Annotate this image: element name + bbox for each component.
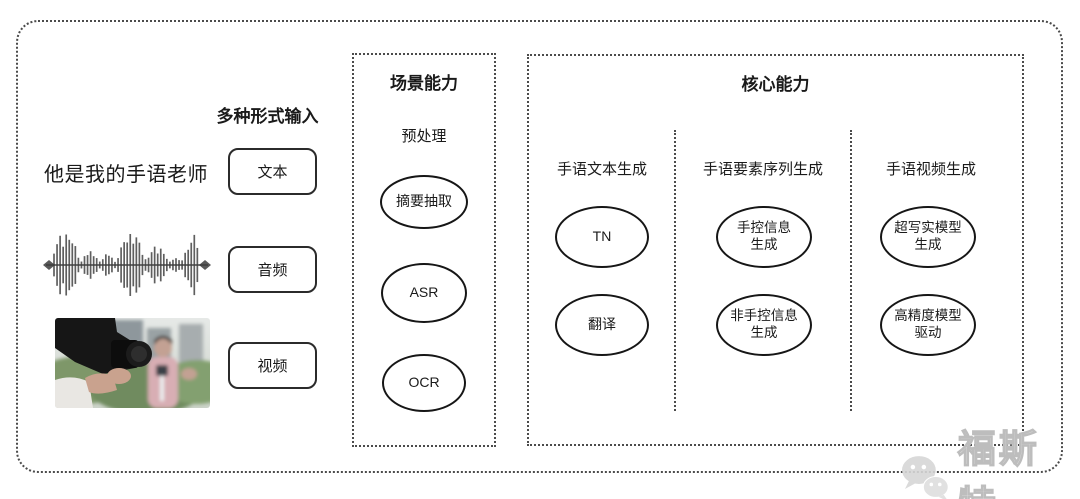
core-capability-box: 核心能力 手语文本生成 手语要素序列生成 手语视频生成 TN 翻译 手控信息 生…: [527, 54, 1024, 446]
scene-box-title: 场景能力: [390, 74, 458, 93]
wechat-icon: [901, 456, 949, 499]
video-input-photo: [55, 318, 210, 408]
watermark-text: 福斯特: [957, 428, 1040, 499]
scene-box-subtitle: 预处理: [401, 128, 447, 145]
reporter-photo-illustration: [55, 318, 210, 408]
column-header-sl-video-generation: 手语视频生成: [885, 161, 976, 178]
scene-capability-box: 场景能力 预处理 摘要抽取 ASR OCR: [352, 53, 496, 447]
audio-waveform-icon: [43, 234, 211, 296]
input-type-text-label: 文本: [257, 164, 288, 181]
column-divider: [850, 130, 852, 411]
node-ocr: OCR: [382, 354, 466, 412]
input-type-text: 文本: [228, 148, 317, 195]
outer-dotted-border: [16, 20, 1063, 473]
input-type-audio-label: 音频: [257, 262, 288, 279]
column-header-sl-text-generation: 手语文本生成: [556, 161, 647, 178]
column-divider: [674, 130, 676, 411]
node-non-manual-info-generation: 非手控信息 生成: [716, 294, 812, 356]
node-tn: TN: [555, 206, 649, 268]
input-type-video-label: 视频: [257, 358, 288, 375]
input-type-audio: 音频: [228, 246, 317, 293]
node-manual-info-generation: 手控信息 生成: [716, 206, 812, 268]
node-summary-extraction: 摘要抽取: [380, 175, 468, 229]
node-translation: 翻译: [555, 294, 649, 356]
input-section-title: 多种形式输入: [216, 107, 319, 126]
core-box-title: 核心能力: [741, 75, 810, 94]
input-type-video: 视频: [228, 342, 317, 389]
node-high-precision-model-driving: 高精度模型 驱动: [880, 294, 976, 356]
node-asr: ASR: [381, 263, 467, 323]
watermark: 福斯特: [898, 422, 1080, 499]
node-hyperrealistic-model-generation: 超写实模型 生成: [880, 206, 976, 268]
column-header-sl-element-sequence-generation: 手语要素序列生成: [702, 161, 823, 178]
text-input-sample: 他是我的手语老师: [44, 164, 208, 186]
